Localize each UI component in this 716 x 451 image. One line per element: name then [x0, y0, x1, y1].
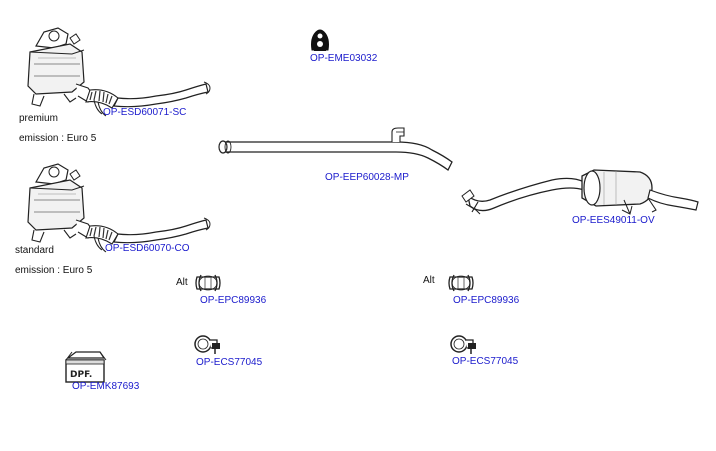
dpf-kit-box-label: DPF.	[70, 370, 92, 380]
emission-label-premium: emission : Euro 5	[19, 133, 97, 144]
dpf-catalyst-icon	[27, 27, 211, 117]
part-code-clamp-left[interactable]: OP-EPC89936	[200, 295, 267, 306]
alt-label-left: Alt	[176, 277, 188, 288]
part-code-dpf-standard[interactable]: OP-ESD60070-CO	[105, 243, 190, 254]
part-code-connector-right[interactable]: OP-ECS77045	[452, 356, 519, 367]
part-code-rear-silencer[interactable]: OP-EES49011-OV	[572, 215, 655, 226]
part-code-middle-pipe[interactable]: OP-EEP60028-MP	[325, 172, 409, 183]
grade-label-standard: standard	[15, 245, 54, 256]
part-code-clamp-right[interactable]: OP-EPC89936	[453, 295, 520, 306]
part-code-dpf-premium[interactable]: OP-ESD60071-SC	[103, 107, 187, 118]
part-code-dpf-kit[interactable]: OP-EMK87693	[72, 381, 140, 392]
dpf-kit-box-icon: DPF.	[65, 351, 107, 383]
alt-label-right: Alt	[423, 275, 435, 286]
pipe-clamp-icon	[448, 274, 474, 292]
pipe-clamp-icon	[195, 274, 221, 292]
part-code-mount[interactable]: OP-EME03032	[310, 53, 378, 64]
part-code-connector-left[interactable]: OP-ECS77045	[196, 357, 263, 368]
clamp-connector-icon	[450, 335, 477, 355]
dpf-catalyst-icon	[27, 163, 211, 253]
rear-silencer-icon	[461, 169, 699, 215]
middle-pipe-icon	[218, 127, 453, 171]
clamp-connector-icon	[194, 335, 221, 355]
grade-label-premium: premium	[19, 113, 58, 124]
rubber-mount-icon	[311, 29, 329, 51]
emission-label-standard: emission : Euro 5	[15, 265, 93, 276]
